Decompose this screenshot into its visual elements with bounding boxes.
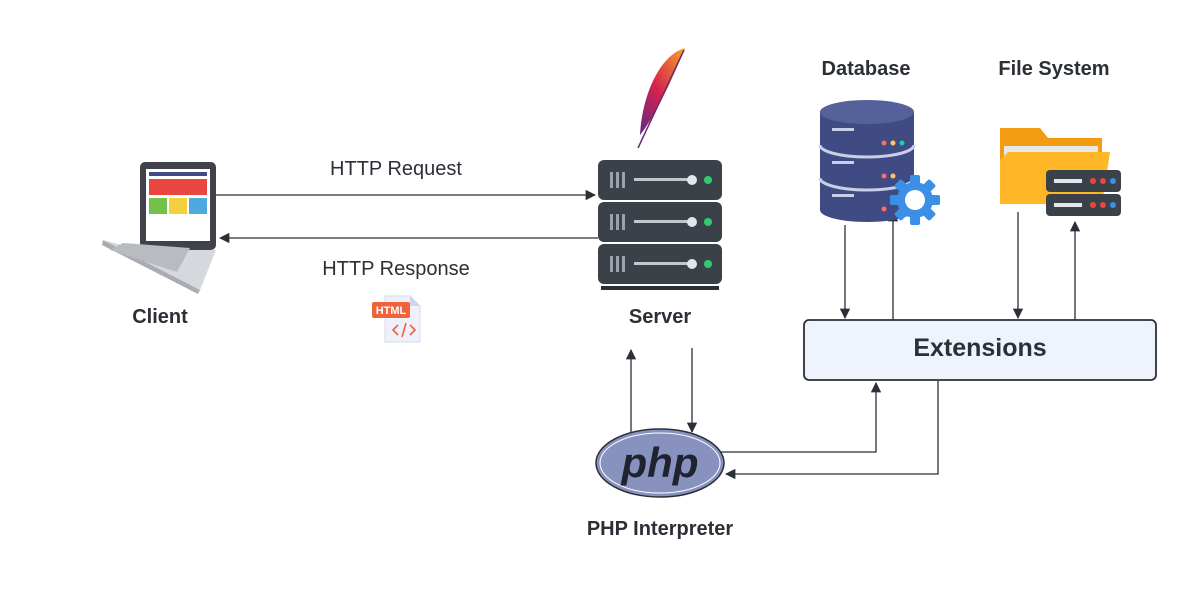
- server-rack-icon: [598, 160, 722, 290]
- database-label: Database: [822, 58, 911, 80]
- laptop-icon: [102, 162, 216, 294]
- extensions-box: [803, 319, 1157, 381]
- php-logo-icon: php: [595, 428, 725, 498]
- html-badge-text: HTML: [376, 305, 407, 317]
- extensions-label: Extensions: [913, 334, 1046, 362]
- folder-icon: [1000, 128, 1110, 204]
- gear-icon: [890, 175, 940, 225]
- html-file-icon: HTML: [372, 295, 421, 343]
- http-request-label: HTTP Request: [330, 158, 462, 180]
- edge-php-to-extensions: [720, 381, 882, 453]
- php-interpreter-label: PHP Interpreter: [587, 518, 734, 540]
- edge-extensions-to-php: [724, 381, 939, 480]
- server-label: Server: [629, 306, 691, 328]
- client-label: Client: [132, 306, 188, 328]
- file-system-label: File System: [998, 58, 1109, 80]
- php-logo-text: php: [621, 439, 699, 486]
- apache-feather-icon: [637, 48, 685, 149]
- storage-drive-icon: [1046, 170, 1121, 216]
- edges: [205, 189, 1081, 480]
- http-response-label: HTTP Response: [322, 258, 469, 280]
